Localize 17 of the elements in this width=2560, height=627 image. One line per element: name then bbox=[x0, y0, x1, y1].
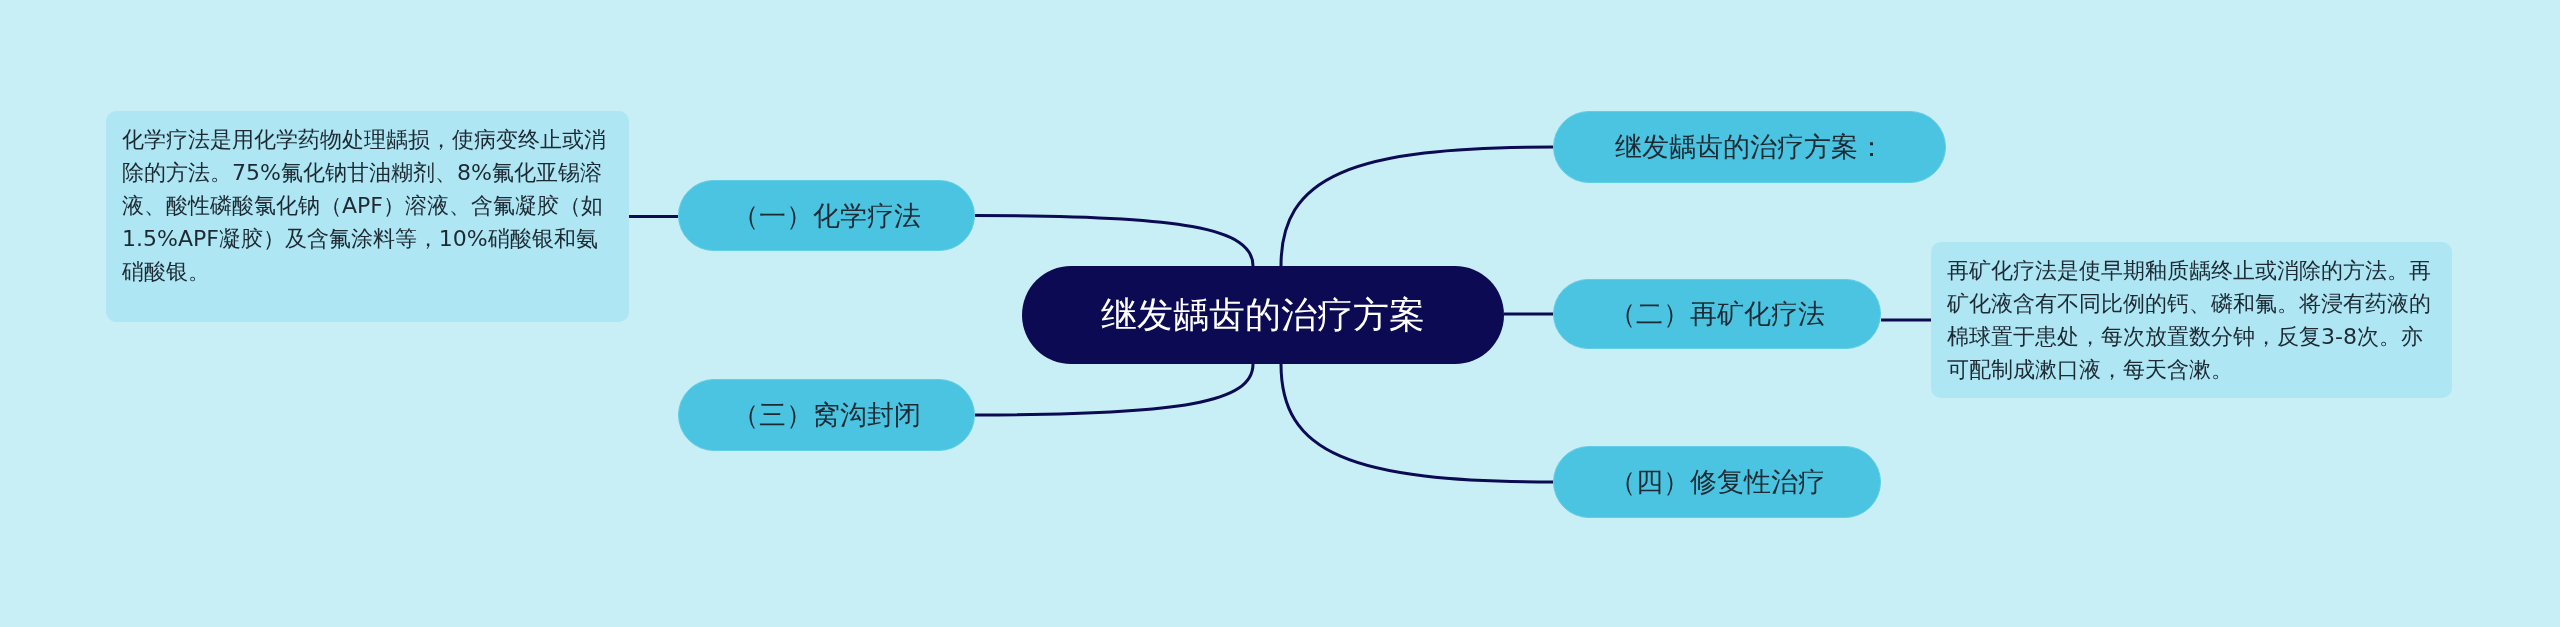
topic-label: 继发龋齿的治疗方案 bbox=[1101, 292, 1425, 337]
topic-label: （一）化学疗法 bbox=[732, 198, 921, 233]
topic-label: （三）窝沟封闭 bbox=[732, 398, 921, 432]
connector-line bbox=[1504, 312, 1553, 316]
note-box bbox=[106, 111, 629, 322]
connector-line bbox=[1279, 363, 1554, 484]
note-box bbox=[1931, 242, 2452, 398]
connector-line bbox=[629, 215, 678, 218]
note-text: 化学疗法是用化学药物处理龋损，使病变终止或消除的方法。75%氟化钠甘油糊剂、8%氟化亚锡溶液、酸性磷酸氯化钠（APF）溶液、含氟凝胶（如1.5%APF凝胶）及含氟涂料等，10%硝酸银和氨硝酸银。 bbox=[122, 126, 607, 286]
connector-line bbox=[975, 214, 1255, 267]
topic-label: 继发龋齿的治疗方案： bbox=[1614, 130, 1885, 164]
topic-label: （二）再矿化疗法 bbox=[1609, 297, 1825, 331]
connector-line bbox=[975, 363, 1255, 417]
note-text: 再矿化疗法是使早期釉质龋终止或消除的方法。再矿化液含有不同比例的钙、磷和氟。将浸有药液的棉球置于患处，每次放置数分钟，反复3-8次。亦可配制成漱口液，每天含漱。 bbox=[1947, 257, 2432, 384]
connector-line bbox=[1881, 318, 1931, 322]
connector-line bbox=[1279, 145, 1554, 267]
topic-label: （四）修复性治疗 bbox=[1609, 465, 1825, 499]
